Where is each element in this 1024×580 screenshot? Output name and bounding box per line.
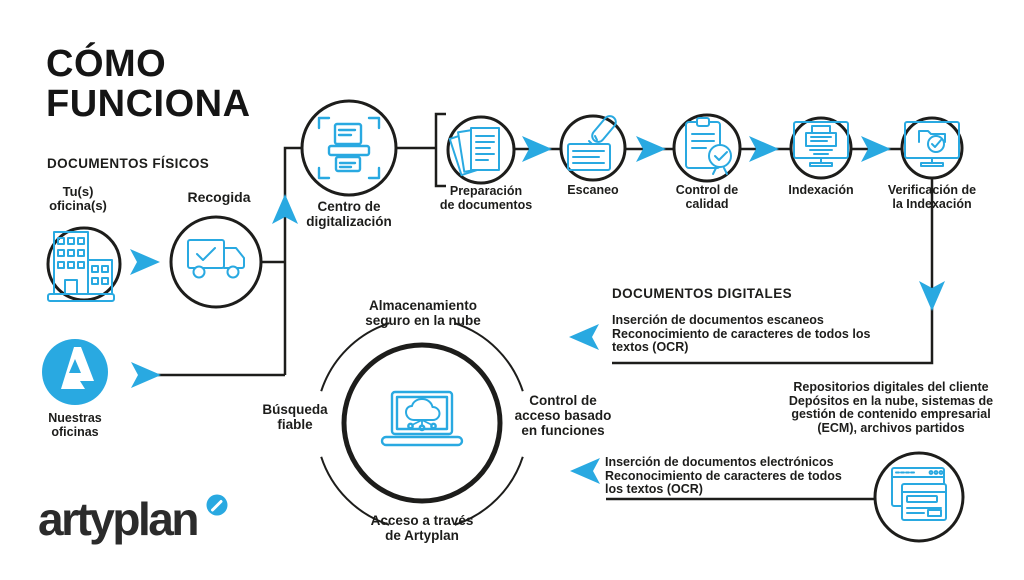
label-preparacion: Preparación de documentos <box>439 184 533 212</box>
label-escaneo: Escaneo <box>567 183 619 197</box>
hub-label-control-acceso: Control de acceso basado en funciones <box>514 393 612 438</box>
label-recogida: Recogida <box>187 189 251 205</box>
node-escaneo <box>559 114 627 182</box>
section-documentos-digitales: DOCUMENTOS DIGITALES <box>612 286 793 301</box>
arrow-right-icon <box>131 362 161 388</box>
hub-outer-circle <box>320 322 524 526</box>
label-tus-oficinas: Tu(s) oficina(s) <box>49 184 107 214</box>
arrow-right-icon <box>130 249 160 275</box>
indexing-monitor-icon <box>793 121 849 167</box>
artyplan-mark-icon <box>42 339 108 405</box>
node-centro <box>300 99 398 197</box>
pen-badge-icon <box>206 494 228 516</box>
annotation-repositorios: Repositorios digitales del cliente Depós… <box>788 380 994 435</box>
label-nuestras-oficinas: Nuestras oficinas <box>48 411 102 439</box>
documents-stack-icon <box>448 127 500 177</box>
label-verificacion: Verificación de la Indexación <box>887 183 977 211</box>
building-icon <box>47 231 115 302</box>
laptop-cloud-icon <box>380 390 464 447</box>
section-documentos-fisicos: DOCUMENTOS FÍSICOS <box>47 156 210 171</box>
label-control-calidad: Control de calidad <box>675 183 739 211</box>
hub-label-acceso-artyplan: Acceso a través de Artyplan <box>370 513 474 543</box>
node-indexacion <box>789 116 853 180</box>
annotation-ocr-escaneados: Inserción de documentos escaneos Reconoc… <box>612 313 871 354</box>
hub-inner-circle <box>341 342 503 504</box>
arrow-left-icon <box>570 458 600 484</box>
hub-label-almacenamiento: Almacenamiento seguro en la nube <box>365 298 481 328</box>
truck-icon <box>187 239 245 279</box>
node-repositorios <box>873 451 965 543</box>
label-centro-digitalizacion: Centro de digitalización <box>306 199 392 229</box>
arrow-left-icon <box>569 324 599 350</box>
scan-wand-icon <box>567 115 617 171</box>
label-indexacion: Indexación <box>788 183 854 197</box>
node-control <box>672 113 742 183</box>
quality-clipboard-icon <box>685 117 732 175</box>
artyplan-wordmark: artyplan <box>38 493 199 545</box>
flow-lines <box>150 112 934 501</box>
verification-monitor-icon <box>904 121 960 167</box>
annotation-ocr-electronicos: Inserción de documentos electrónicos Rec… <box>605 455 842 496</box>
bracket <box>434 112 446 188</box>
scanner-icon <box>317 116 381 180</box>
step-nodes <box>46 99 965 543</box>
hub-label-busqueda-fiable: Búsqueda fiable <box>262 402 328 432</box>
node-recogida <box>169 215 263 309</box>
browser-windows-icon <box>891 467 947 521</box>
node-verificacion <box>900 116 964 180</box>
page-title: CÓMO FUNCIONA <box>46 43 251 125</box>
node-preparacion <box>446 115 516 185</box>
